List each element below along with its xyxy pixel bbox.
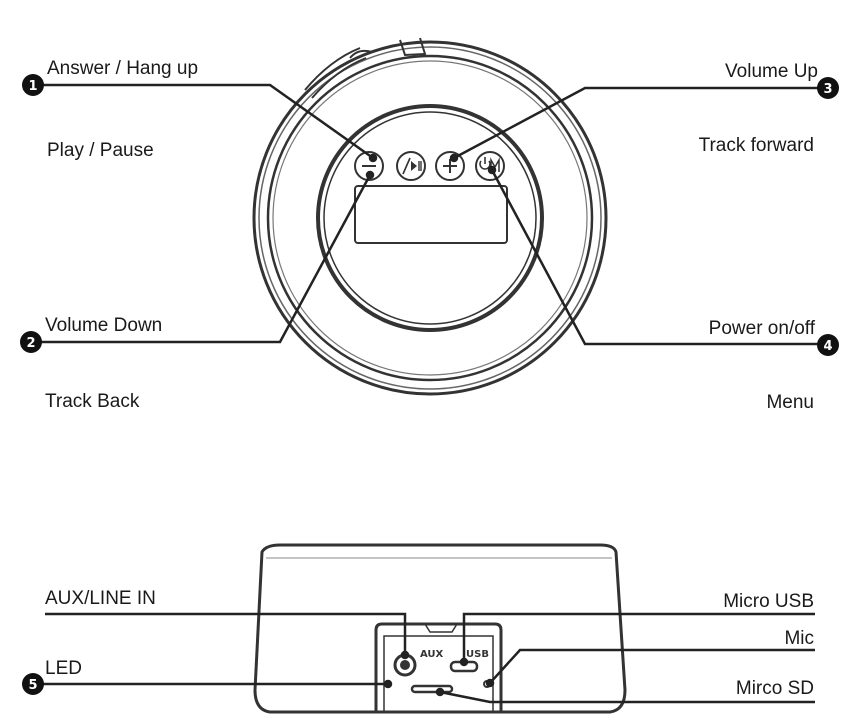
badge-3: 3 [817,77,839,99]
speaker-back-view [253,543,627,714]
badge-1: 1 [22,74,44,96]
badge-2: 2 [20,331,42,353]
svg-text:3: 3 [823,82,832,97]
play-pause-button[interactable] [396,151,426,181]
label-micro-usb: Micro USB [723,591,814,612]
svg-text:2: 2 [26,336,35,351]
label-volume-down: Volume Down [45,315,163,336]
display-window [354,185,508,244]
leader-lines-top [30,83,825,346]
aux-port[interactable] [393,653,417,677]
micro-sd-slot[interactable] [410,684,454,694]
svg-text:1: 1 [28,79,37,94]
aux-port-mark: AUX [420,649,444,660]
label-play-pause: Play / Pause [47,140,154,161]
svg-text:5: 5 [28,678,37,693]
power-button[interactable] [475,151,505,181]
label-micro-sd: Mirco SD [735,678,814,699]
badge-4: 4 [817,334,839,356]
label-power-on-off: Power on/off [708,318,815,339]
label-menu: Menu [766,392,814,413]
label-track-forward: Track forward [698,135,814,156]
label-track-back: Track Back [45,391,140,412]
label-answer-hang-up: Answer / Hang up [47,58,199,79]
label-aux-line-in: AUX/LINE IN [45,588,156,609]
speaker-top-view [252,37,608,396]
label-volume-up: Volume Up [725,61,818,82]
leader-lines-bottom [40,612,815,704]
label-led: LED [45,658,82,679]
usb-port-mark: USB [466,649,489,660]
badge-5: 5 [22,673,44,695]
label-mic: Mic [784,628,814,649]
svg-text:4: 4 [823,339,832,354]
